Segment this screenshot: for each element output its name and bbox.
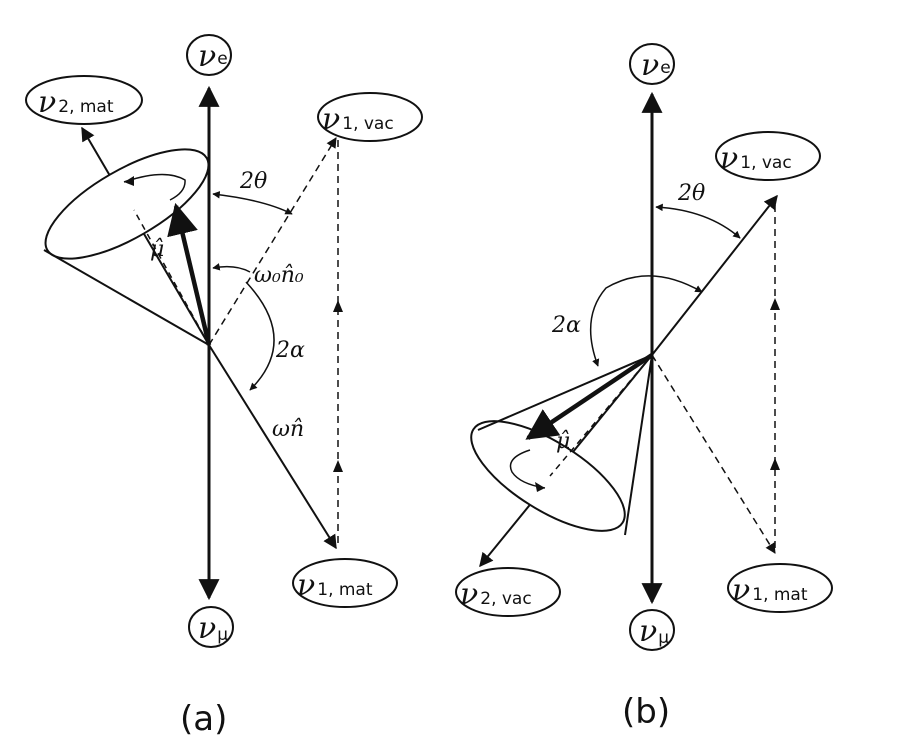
- svg-text:νe: νe: [198, 39, 228, 74]
- precession-cone-a: [43, 148, 210, 346]
- label-mu-hat-b: μ̂: [556, 429, 570, 454]
- vector-omega0-n0-a: [208, 137, 337, 346]
- label-nu-e-b: νe: [629, 43, 675, 85]
- svg-text:ν1, vac: ν1, vac: [720, 141, 792, 176]
- arc-2theta-a: [212, 191, 293, 215]
- label-2theta-b: 2θ: [677, 181, 705, 206]
- vector-mu-hat-b: [525, 353, 654, 440]
- vector-nu2-mat-a: [81, 126, 210, 346]
- caption-b: (b): [622, 692, 670, 732]
- label-nu-mu-a: νμ: [188, 606, 234, 648]
- vector-nu1-mat-b: [651, 354, 776, 554]
- svg-text:ν1, mat: ν1, mat: [297, 568, 373, 603]
- label-nu-mu-b: νμ: [629, 609, 675, 651]
- svg-text:νμ: νμ: [639, 614, 669, 649]
- vector-omega-n-a: [208, 344, 337, 550]
- svg-text:νμ: νμ: [198, 611, 228, 646]
- label-2theta-a: 2θ: [239, 169, 267, 194]
- caption-a: (a): [180, 699, 227, 739]
- label-2alpha-b: 2α: [551, 313, 581, 338]
- arc-2alpha-b: [589, 275, 703, 367]
- svg-text:ν2, mat: ν2, mat: [38, 85, 114, 120]
- svg-text:ν1, mat: ν1, mat: [732, 573, 808, 608]
- label-nu-e-a: νe: [186, 34, 232, 76]
- label-omega-n-a: ωn̂: [272, 417, 304, 442]
- precession-cone-b: [470, 354, 653, 536]
- svg-text:ν2, vac: ν2, vac: [460, 577, 532, 612]
- svg-text:νe: νe: [641, 48, 671, 83]
- vector-nu1-vac-b: [651, 194, 778, 356]
- label-2alpha-a: 2α: [275, 338, 305, 363]
- arc-omega0-a: [212, 263, 251, 273]
- svg-text:ν1, vac: ν1, vac: [322, 102, 394, 137]
- label-mu-hat-a: μ̂: [150, 237, 164, 262]
- arc-2theta-b: [655, 203, 741, 239]
- label-omega0-n0-a: ω₀n̂₀: [254, 263, 304, 288]
- vector-mu-hat-a: [167, 202, 212, 346]
- arc-2alpha-a: [245, 281, 275, 391]
